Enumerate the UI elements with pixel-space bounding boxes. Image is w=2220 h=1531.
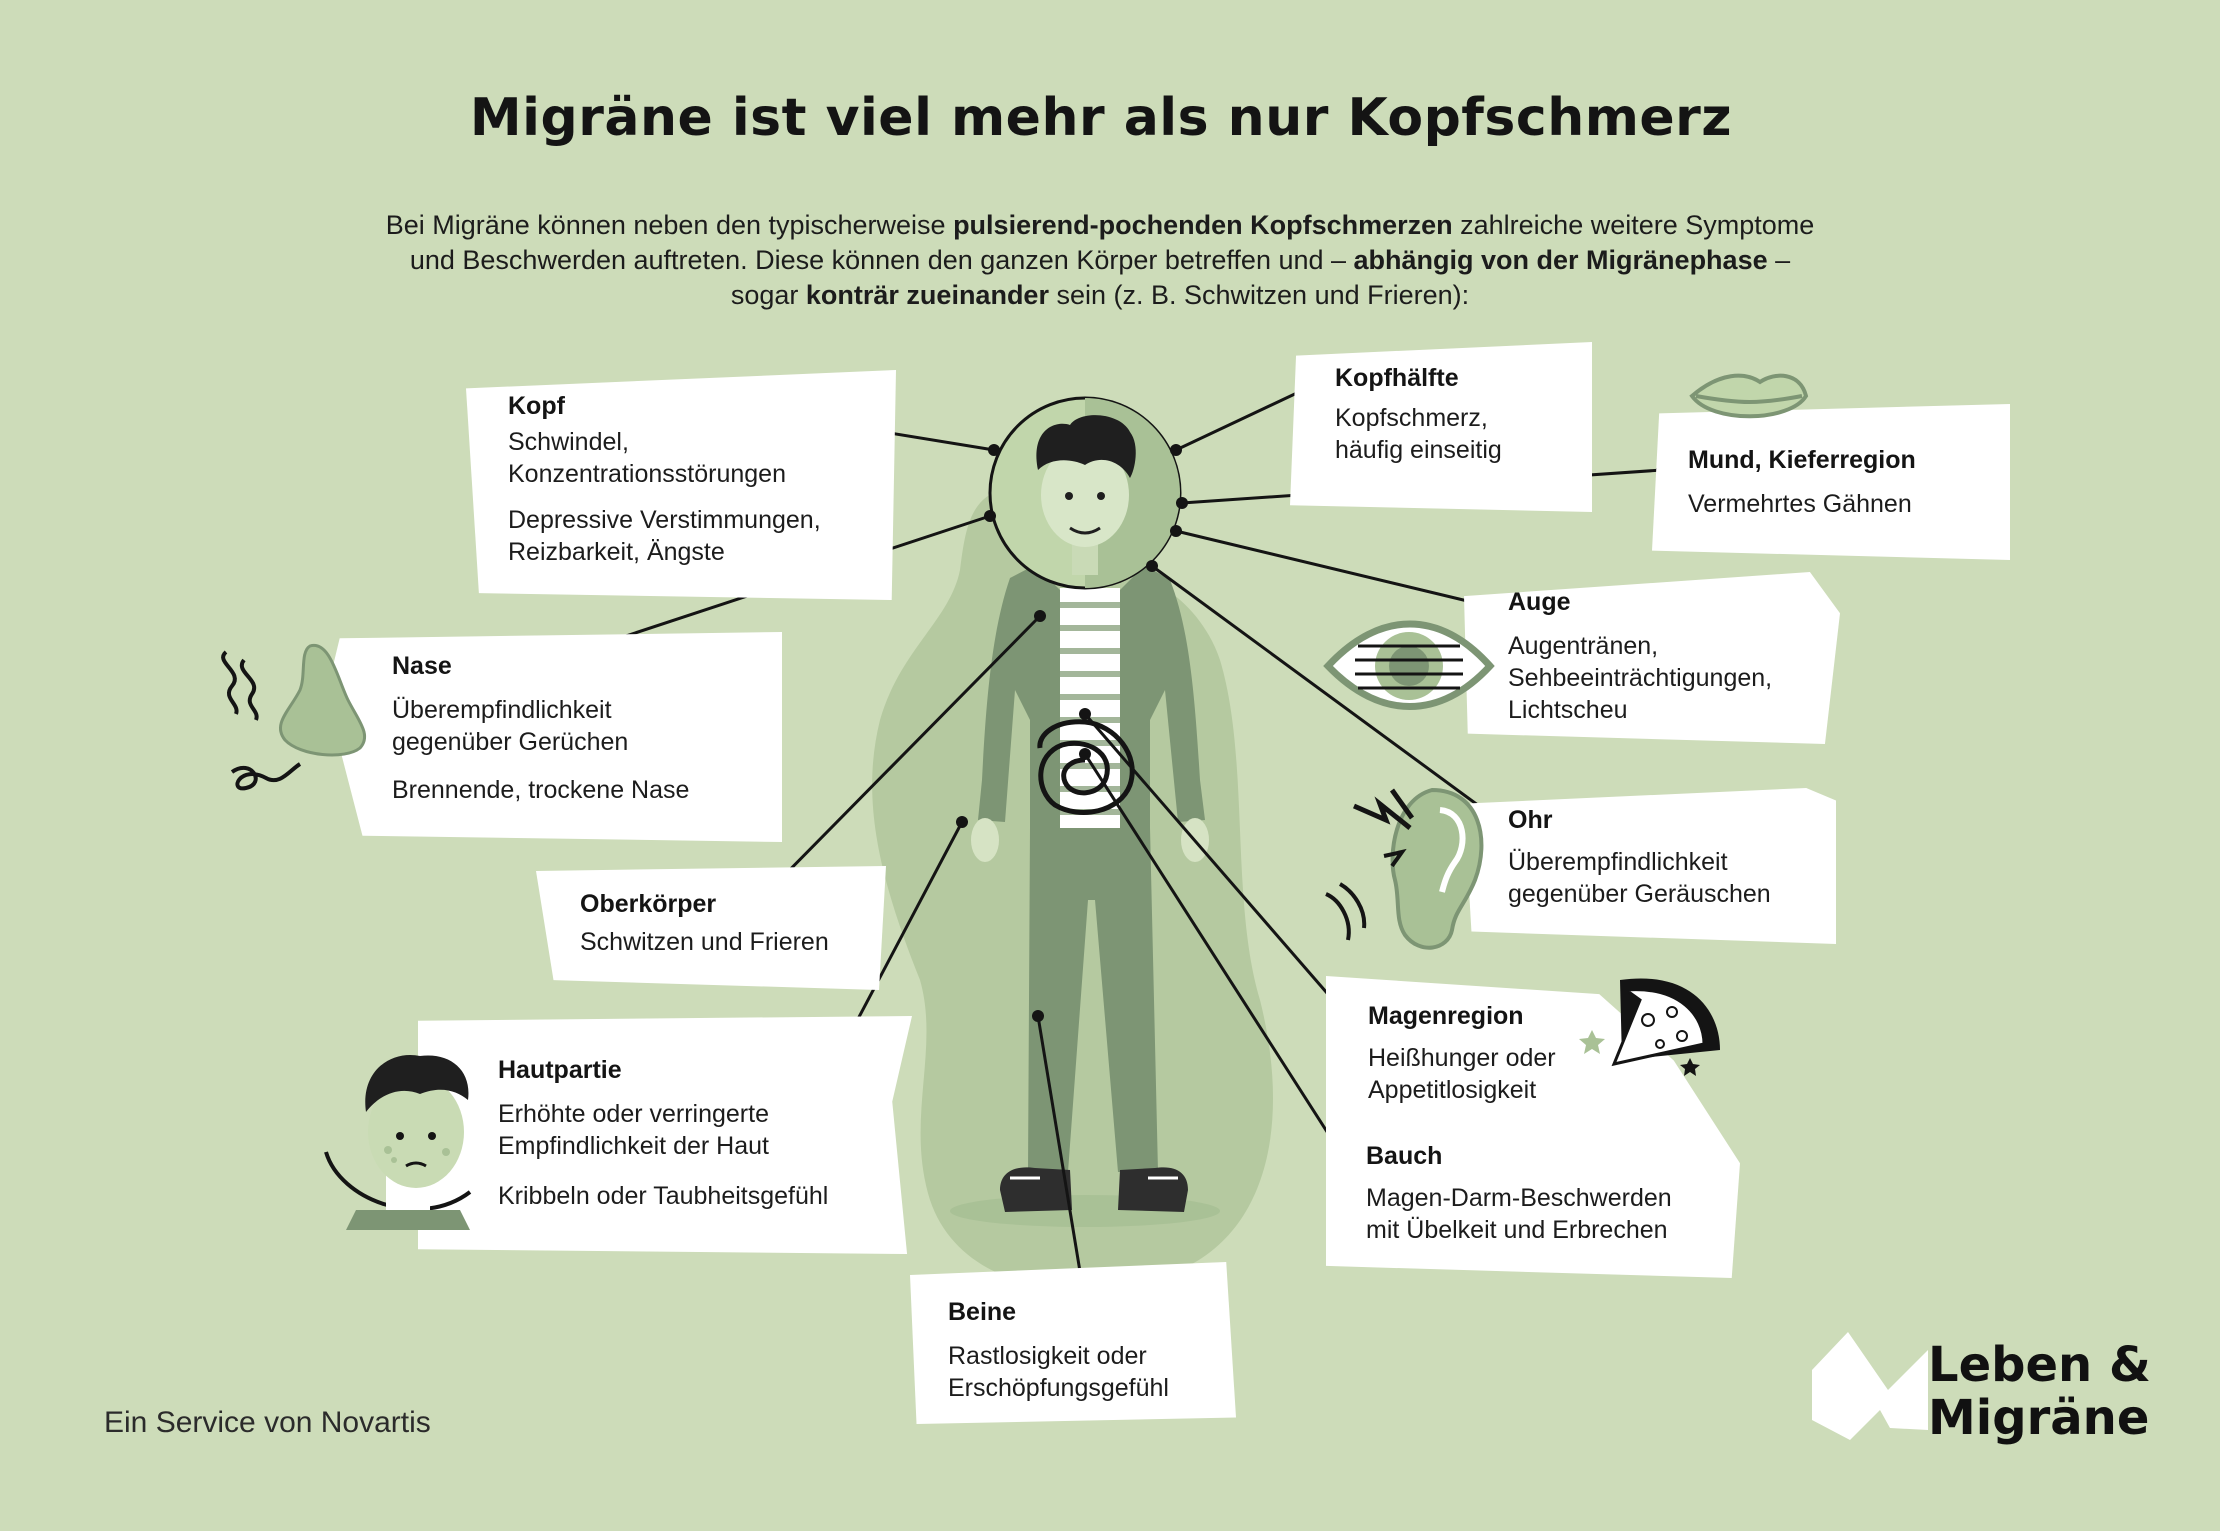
card-title-magen: Magenregion [1368, 1002, 1524, 1030]
card-text-auge-3: Lichtscheu [1508, 696, 1628, 724]
card-nase: Nase Überempfindlichkeit gegenüber Gerüc… [326, 632, 782, 842]
lips-icon [1689, 373, 1809, 419]
card-kopf: Kopf Schwindel, Konzentrationsstörungen … [466, 370, 896, 600]
card-oberkoerper: Oberkörper Schwitzen und Frieren [536, 866, 886, 990]
card-text-hautpartie-1: Erhöhte oder verringerte [498, 1100, 769, 1128]
pizza-icon [1579, 978, 1720, 1076]
card-text-nase-2: gegenüber Gerüchen [392, 728, 629, 756]
card-text-kopf-3: Depressive Verstimmungen, [508, 506, 821, 534]
leben-migraene-logo-mark [1812, 1332, 1928, 1440]
card-text-kopf-1: Schwindel, [508, 428, 629, 456]
card-text-kopf-4: Reizbarkeit, Ängste [508, 538, 725, 566]
intro-text: Bei Migräne können neben den typischerwe… [250, 208, 1950, 313]
intro-line-3: sogar konträr zueinander sein (z. B. Sch… [730, 280, 1470, 310]
card-text-kopfhaelfte-1: Kopfschmerz, [1335, 404, 1488, 432]
card-text-ohr-1: Überempfindlichkeit [1508, 848, 1728, 876]
card-ohr: Ohr Überempfindlichkeit gegenüber Geräus… [1464, 788, 1836, 944]
card-title-mund: Mund, Kieferregion [1688, 446, 1916, 474]
card-text-bauch-1: Magen-Darm-Beschwerden [1366, 1184, 1672, 1212]
card-text-magen-2: Appetitlosigkeit [1368, 1076, 1537, 1104]
card-text-beine-2: Erschöpfungsgefühl [948, 1374, 1169, 1402]
brand-name-line-2: Migräne [1928, 1390, 2150, 1446]
card-title-kopfhaelfte: Kopfhälfte [1335, 364, 1459, 392]
card-auge: Auge Augentränen, Sehbeeinträchtigungen,… [1464, 572, 1840, 744]
nose-icon [221, 644, 367, 791]
card-text-nase-3: Brennende, trockene Nase [392, 776, 690, 804]
face-icon [324, 1054, 472, 1230]
card-text-mund-1: Vermehrtes Gähnen [1688, 490, 1912, 518]
card-text-ohr-2: gegenüber Geräuschen [1508, 880, 1771, 908]
card-text-kopf-2: Konzentrationsstörungen [508, 460, 786, 488]
card-title-bauch: Bauch [1366, 1142, 1443, 1170]
card-title-oberkoerper: Oberkörper [580, 890, 717, 918]
card-text-hautpartie-3: Kribbeln oder Taubheitsgefühl [498, 1182, 829, 1210]
card-mund: Mund, Kieferregion Vermehrtes Gähnen [1652, 404, 2010, 560]
card-title-beine: Beine [948, 1298, 1017, 1326]
card-text-auge-1: Augentränen, [1508, 632, 1659, 660]
card-title-kopf: Kopf [508, 392, 565, 420]
footer-service-text: Ein Service von Novartis [104, 1406, 431, 1439]
card-text-auge-2: Sehbeeinträchtigungen, [1508, 664, 1773, 692]
card-title-nase: Nase [392, 652, 452, 680]
card-text-beine-1: Rastlosigkeit oder [948, 1342, 1147, 1370]
card-title-auge: Auge [1508, 588, 1571, 616]
card-title-ohr: Ohr [1508, 806, 1553, 834]
card-text-nase-1: Überempfindlichkeit [392, 696, 612, 724]
card-text-hautpartie-2: Empfindlichkeit der Haut [498, 1132, 769, 1160]
card-text-magen-1: Heißhunger oder [1368, 1044, 1556, 1072]
brand-name-line-1: Leben & [1928, 1337, 2151, 1393]
card-kopfhaelfte: Kopfhälfte Kopfschmerz, häufig einseitig [1290, 342, 1592, 512]
card-text-oberkoerper-1: Schwitzen und Frieren [580, 928, 829, 956]
card-beine: Beine Rastlosigkeit oder Erschöpfungsgef… [910, 1262, 1236, 1424]
intro-line-1: Bei Migräne können neben den typischerwe… [385, 210, 1815, 240]
eye-icon [1323, 620, 1495, 710]
card-text-bauch-2: mit Übelkeit und Erbrechen [1366, 1216, 1668, 1244]
page-title: Migräne ist viel mehr als nur Kopfschmer… [469, 88, 1733, 148]
ear-icon [1325, 787, 1484, 950]
card-title-hautpartie: Hautpartie [498, 1056, 622, 1084]
intro-line-2: und Beschwerden auftreten. Diese können … [409, 245, 1791, 275]
card-text-kopfhaelfte-2: häufig einseitig [1335, 436, 1502, 464]
card-hautpartie: Hautpartie Erhöhte oder verringerte Empf… [418, 1016, 912, 1254]
